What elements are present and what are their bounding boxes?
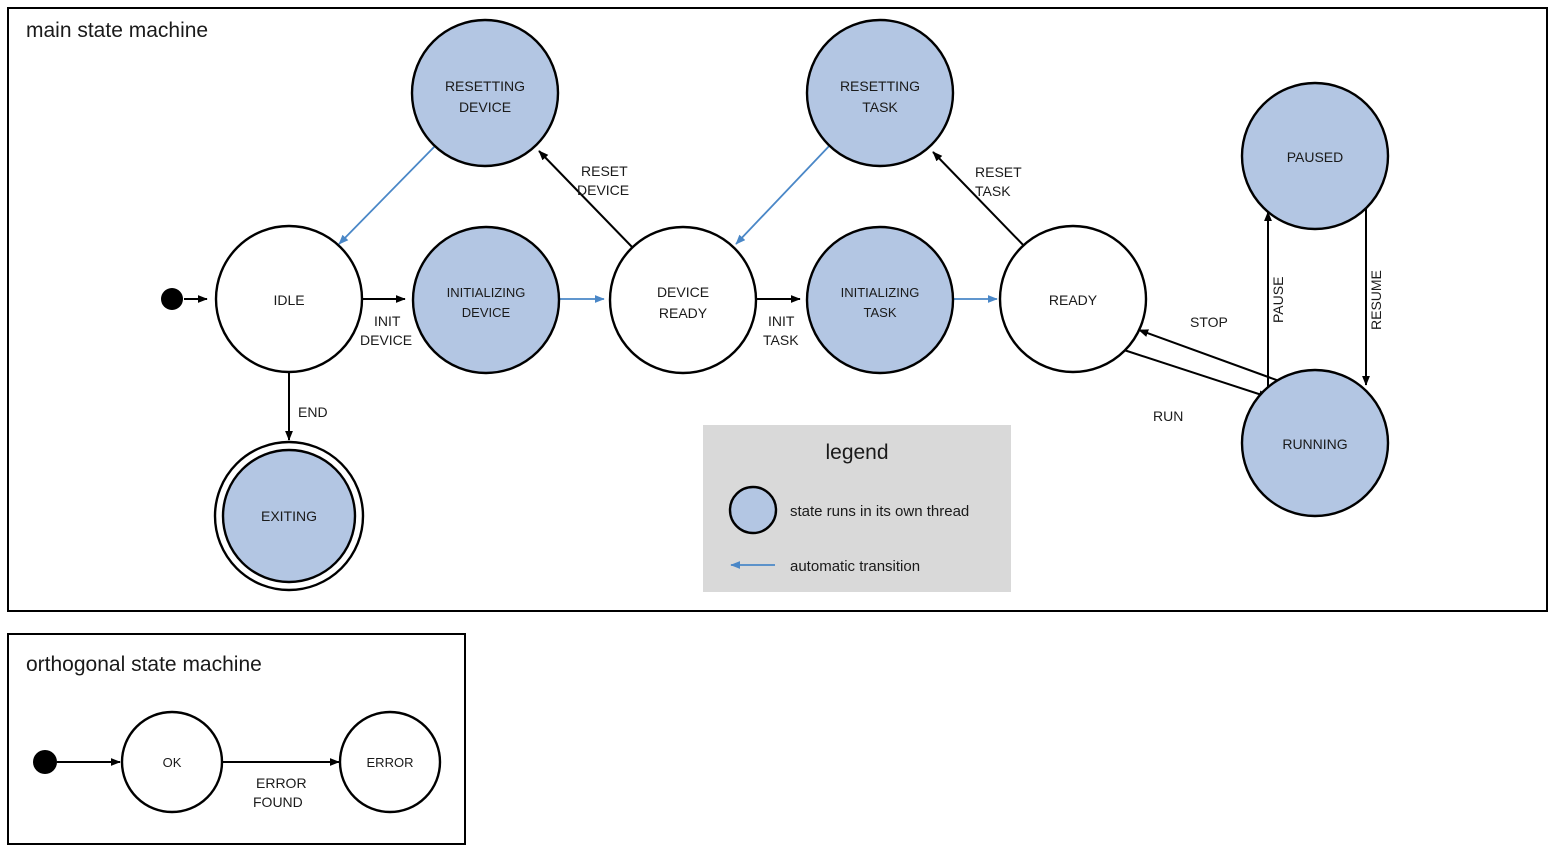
- state-exiting[interactable]: EXITING: [213, 440, 365, 592]
- state-label-error: ERROR: [367, 755, 414, 770]
- legend-thread-circle-icon: [728, 485, 778, 535]
- orthogonal-frame-title: orthogonal state machine: [26, 653, 262, 676]
- transition-stop: STOP: [1138, 314, 1283, 383]
- state-label-device-ready-line2: READY: [659, 305, 708, 321]
- transition-auto-device-ready-2: [735, 142, 833, 245]
- legend-entry-auto-label: automatic transition: [790, 558, 920, 575]
- state-ready[interactable]: READY: [998, 224, 1148, 374]
- state-label-resetting-device-line2: DEVICE: [459, 99, 511, 115]
- state-resetting-task[interactable]: RESETTING TASK: [805, 18, 955, 168]
- transition-reset-device: RESET DEVICE: [538, 150, 635, 250]
- transition-label-init-task-line1: INIT: [768, 313, 795, 329]
- transition-label-reset-device-line2: DEVICE: [577, 182, 629, 198]
- state-resetting-device[interactable]: RESETTING DEVICE: [410, 18, 560, 168]
- transition-resume: RESUME: [1362, 207, 1384, 386]
- transition-label-resume: RESUME: [1368, 270, 1384, 330]
- transition-label-reset-device-line1: RESET: [581, 163, 628, 179]
- state-label-paused: PAUSED: [1287, 149, 1344, 165]
- state-idle[interactable]: IDLE: [214, 224, 364, 374]
- transition-auto-idle: [338, 143, 438, 245]
- state-label-resetting-device-line1: RESETTING: [445, 78, 525, 94]
- transition-label-stop: STOP: [1190, 314, 1228, 330]
- transition-reset-task: RESET TASK: [932, 151, 1029, 251]
- state-label-resetting-task-line2: TASK: [862, 99, 898, 115]
- transition-init-task: INIT TASK: [756, 295, 801, 348]
- transition-label-init-device-line2: DEVICE: [360, 332, 412, 348]
- state-label-idle: IDLE: [273, 292, 304, 308]
- transition-label-init-task-line2: TASK: [763, 332, 799, 348]
- state-error[interactable]: ERROR: [338, 710, 442, 814]
- transition-label-end: END: [298, 404, 328, 420]
- initial-state-dot-orthogonal: [33, 750, 57, 774]
- legend-entry-auto: automatic transition: [730, 558, 920, 575]
- legend-entry-thread: state runs in its own thread: [728, 485, 969, 535]
- state-label-ok: OK: [163, 755, 182, 770]
- initial-state-dot-main: [161, 288, 183, 310]
- state-label-initializing-device-line2: DEVICE: [462, 305, 511, 320]
- transition-run: RUN: [1123, 349, 1269, 424]
- state-label-ready: READY: [1049, 292, 1098, 308]
- state-running[interactable]: RUNNING: [1240, 368, 1390, 518]
- transition-label-run: RUN: [1153, 408, 1183, 424]
- legend: legend state runs in its own thread auto…: [703, 425, 1011, 592]
- legend-title: legend: [825, 441, 888, 464]
- state-ok[interactable]: OK: [120, 710, 224, 814]
- transition-pause: PAUSE: [1264, 211, 1286, 390]
- state-label-initializing-task-line2: TASK: [864, 305, 897, 320]
- main-frame-title: main state machine: [26, 19, 208, 42]
- transition-end: END: [285, 373, 328, 441]
- transition-label-error-found-line2: FOUND: [253, 794, 303, 810]
- state-label-exiting: EXITING: [261, 508, 317, 524]
- transition-init-device: INIT DEVICE: [360, 295, 412, 348]
- transition-label-init-device-line1: INIT: [374, 313, 401, 329]
- state-label-resetting-task-line1: RESETTING: [840, 78, 920, 94]
- state-label-running: RUNNING: [1282, 436, 1347, 452]
- state-initializing-task[interactable]: INITIALIZING TASK: [805, 225, 955, 375]
- state-label-initializing-task-line1: INITIALIZING: [841, 285, 920, 300]
- legend-entry-thread-label: state runs in its own thread: [790, 503, 969, 520]
- state-device-ready[interactable]: DEVICE READY: [608, 225, 758, 375]
- state-label-device-ready-line1: DEVICE: [657, 284, 709, 300]
- transition-label-error-found-line1: ERROR: [256, 775, 307, 791]
- transition-error-found: ERROR FOUND: [222, 758, 340, 810]
- transition-label-reset-task-line1: RESET: [975, 164, 1022, 180]
- transition-label-reset-task-line2: TASK: [975, 183, 1011, 199]
- state-paused[interactable]: PAUSED: [1240, 81, 1390, 231]
- state-initializing-device[interactable]: INITIALIZING DEVICE: [411, 225, 561, 375]
- state-label-initializing-device-line1: INITIALIZING: [447, 285, 526, 300]
- transition-label-pause: PAUSE: [1270, 277, 1286, 323]
